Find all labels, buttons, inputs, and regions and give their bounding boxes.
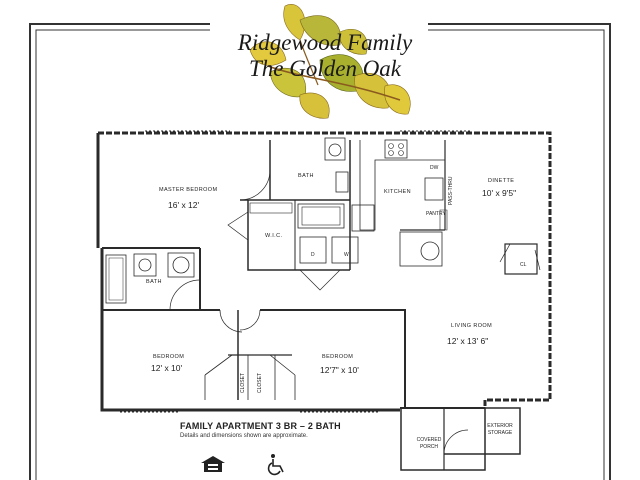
room-label-bedroom-right: BEDROOM (322, 354, 354, 360)
room-dim-dinette: 10' x 9'5" (482, 188, 517, 198)
appliance-label-dryer: D (311, 252, 315, 258)
wheelchair-icon (267, 454, 284, 476)
plan-caption-title: FAMILY APARTMENT 3 BR – 2 BATH (180, 421, 341, 431)
room-label-dinette: DINETTE (488, 178, 515, 184)
equal-housing-icon (201, 456, 225, 472)
room-dim-living-room: 12' x 13' 6" (447, 336, 489, 346)
plan-caption-note: Details and dimensions shown are approxi… (180, 433, 308, 439)
room-label-dw: DW (430, 165, 439, 171)
title-line-1: Ridgewood Family (237, 30, 413, 55)
room-label-living-room: LIVING ROOM (451, 323, 493, 329)
room-label-covered-porch: COVERED PORCH (416, 437, 442, 450)
room-label-kitchen: KITCHEN (384, 189, 411, 195)
room-label-pass-thru: PASS-THRU (448, 176, 454, 205)
room-label-master-bedroom: MASTER BEDROOM (159, 187, 218, 193)
room-label-closet-right: CLOSET (257, 372, 263, 393)
room-dim-bedroom-right: 12'7" x 10' (320, 365, 359, 375)
title-line-2: The Golden Oak (248, 56, 402, 81)
floor-plan (96, 130, 552, 471)
room-label-exterior-storage: EXTERIOR STORAGE (487, 423, 513, 436)
room-dim-master-bedroom: 16' x 12' (168, 200, 200, 210)
room-label-master-bath: BATH (298, 173, 314, 179)
room-label-closet-cl: CL (520, 262, 527, 268)
room-label-wic: W.I.C. (265, 233, 283, 239)
room-label-pantry: PANTRY (426, 211, 446, 217)
oak-leaves-logo (249, 4, 411, 119)
room-label-bedroom-left: BEDROOM (153, 354, 185, 360)
room-label-hall-bath: BATH (146, 279, 162, 285)
page-border (29, 23, 611, 480)
room-label-closet-left: CLOSET (240, 372, 246, 393)
room-dim-bedroom-left: 12' x 10' (151, 363, 183, 373)
appliance-label-washer: W (344, 252, 349, 258)
